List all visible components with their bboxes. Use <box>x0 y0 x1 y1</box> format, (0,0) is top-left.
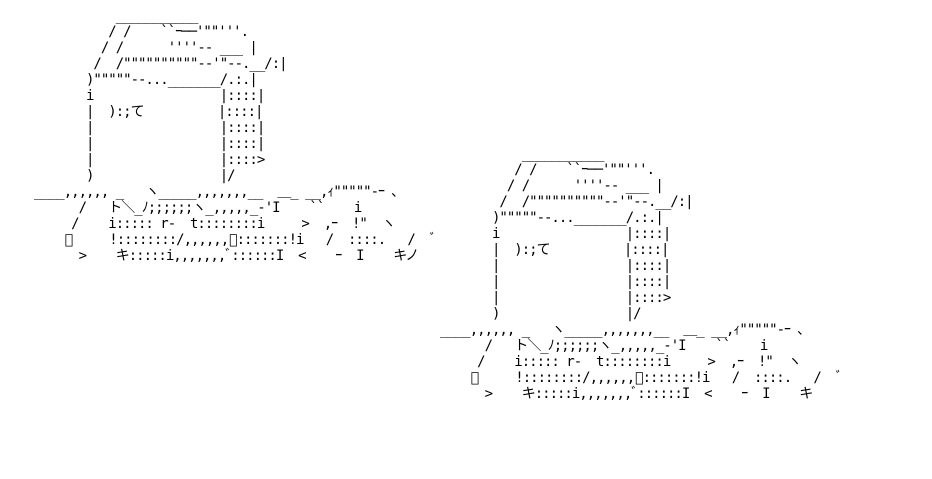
ascii-art-line: / ト＼_ﾉ;;;;;;ヽ_,,,,,_-'I `` i <box>34 200 363 216</box>
ascii-art-line: ﾞ !::::::::/,,,,,,ﾞ:::::::!i / ::::. / ﾞ <box>34 232 436 248</box>
ascii-art-line: ____,,,,,, _ ヽ_____,,,,,,,__ ＿_ __,ｨ""""… <box>440 322 804 338</box>
ascii-art-line: ___________ <box>34 8 199 24</box>
ascii-art-line: / / ''''-- ___ | <box>34 40 258 56</box>
ascii-art-line: | |::::| <box>34 136 265 152</box>
ascii-art-line: | |::::| <box>440 258 671 274</box>
ascii-art-line: ___________ <box>440 146 605 162</box>
ascii-art-line: / i::::: r- t::::::::i > ,ｰ !" ヽ <box>34 216 396 232</box>
ascii-art-line: > キ:::::i,,,,,,,ﾞ::::::I < ｰ I キノ <box>34 248 420 264</box>
ascii-art-line: > キ:::::i,,,,,,,ﾞ::::::I < ｰ I キ <box>440 386 814 402</box>
ascii-art-line: / / ''''-- ___ | <box>440 178 664 194</box>
ascii-art-line: i |::::| <box>440 226 671 242</box>
ascii-art-line: / /""""""""""--'"--.__/:| <box>34 56 287 72</box>
ascii-art-line: / / ``ｰ──'""'''. <box>34 24 249 40</box>
ascii-art-line: / /""""""""""--'"--.__/:| <box>440 194 693 210</box>
ascii-art-line: | |::::> <box>440 290 671 306</box>
ascii-art-line: )"""""--..._______/.:.| <box>34 72 258 88</box>
ascii-art-line: | ):;て |::::| <box>34 104 263 120</box>
ascii-art-line: ____,,,,,, _ ヽ_____,,,,,,,__ ＿_ __,ｨ""""… <box>34 184 398 200</box>
ascii-art-line: )"""""--..._______/.:.| <box>440 210 664 226</box>
ascii-art-line: | |::::> <box>34 152 265 168</box>
ascii-art-line: ﾞ !::::::::/,,,,,,ﾞ:::::::!i / ::::. / ﾞ <box>440 370 842 386</box>
ascii-art-figure-right: ___________ / / ``ｰ──'""'''. / / ''''-- … <box>440 146 843 402</box>
ascii-art-line: | ):;て |::::| <box>440 242 669 258</box>
ascii-art-line: | |::::| <box>440 274 671 290</box>
ascii-art-line: i |::::| <box>34 88 265 104</box>
ascii-art-line: / / ``ｰ──'""'''. <box>440 162 655 178</box>
ascii-art-line: ) |/ <box>34 168 236 184</box>
ascii-art-line: / ト＼_ﾉ;;;;;;ヽ_,,,,,_-'I `` i <box>440 338 769 354</box>
ascii-art-figure-left: ___________ / / ``ｰ──'""'''. / / ''''-- … <box>34 8 437 264</box>
ascii-art-line: ) |/ <box>440 306 642 322</box>
ascii-art-line: | |::::| <box>34 120 265 136</box>
ascii-art-line: / i::::: r- t::::::::i > ,ｰ !" ヽ <box>440 354 802 370</box>
